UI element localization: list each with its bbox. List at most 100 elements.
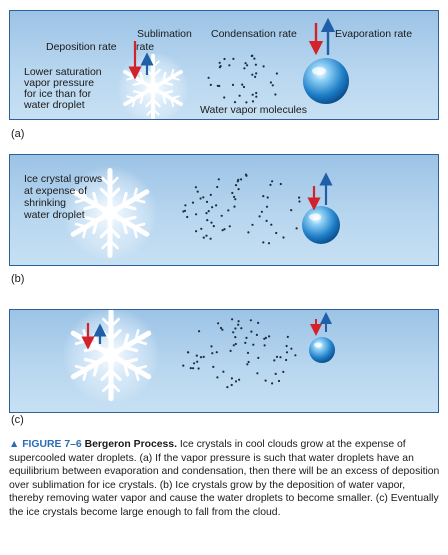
vapor-molecule bbox=[294, 354, 297, 357]
vapor-molecule bbox=[209, 193, 212, 196]
vapor-molecules-b bbox=[182, 173, 301, 245]
vapor-molecule bbox=[231, 191, 234, 195]
vapor-molecule bbox=[207, 76, 210, 79]
vapor-molecule bbox=[245, 101, 248, 104]
vapor-molecule bbox=[258, 215, 261, 218]
vapor-molecule bbox=[207, 210, 210, 213]
vapor-molecule bbox=[247, 231, 250, 234]
note-b-line3: shrinking bbox=[24, 197, 67, 209]
panel-a-graphic bbox=[10, 17, 349, 119]
vapor-molecule bbox=[184, 204, 187, 207]
vapor-molecule bbox=[279, 182, 282, 186]
vapor-molecule bbox=[251, 73, 254, 76]
vapor-molecule bbox=[238, 94, 241, 97]
vapor-molecule bbox=[234, 184, 238, 187]
vapor-molecule bbox=[241, 83, 244, 86]
vapor-molecule bbox=[290, 347, 293, 350]
vapor-molecule bbox=[252, 343, 255, 346]
vapor-molecule bbox=[286, 335, 289, 338]
sublimation-label-rate: rate bbox=[136, 41, 155, 53]
vapor-molecule bbox=[262, 65, 265, 68]
vapor-molecule bbox=[215, 351, 218, 354]
vapor-molecule bbox=[226, 386, 229, 389]
vapor-molecule bbox=[244, 341, 247, 344]
vapor-molecule bbox=[233, 101, 237, 104]
vapor-molecule bbox=[229, 349, 232, 352]
vapor-molecule bbox=[271, 84, 274, 87]
vapor-molecule bbox=[234, 380, 238, 383]
vapor-molecule bbox=[257, 321, 260, 324]
vapor-molecule bbox=[269, 81, 272, 84]
vapor-molecule bbox=[247, 360, 250, 364]
vapor-molecule bbox=[205, 234, 208, 237]
vapor-molecule bbox=[228, 64, 231, 67]
vapor-molecule bbox=[217, 178, 220, 181]
vapor-molecule bbox=[240, 178, 243, 181]
note-b-line4: water droplet bbox=[24, 209, 85, 221]
vapor-molecule bbox=[251, 93, 254, 96]
condensation-label: Condensation rate bbox=[211, 28, 297, 40]
vapor-molecule bbox=[251, 100, 255, 103]
vapor-molecule bbox=[191, 201, 195, 204]
vapor-molecule bbox=[216, 376, 219, 379]
water-droplet-a bbox=[303, 58, 349, 104]
vapor-molecule bbox=[210, 345, 213, 348]
panel-b-label: (b) bbox=[11, 273, 25, 285]
vapor-molecule bbox=[221, 229, 224, 232]
vapor-molecule bbox=[195, 213, 198, 216]
figure-label: FIGURE 7–6 bbox=[22, 439, 82, 450]
caption-triangle-icon: ▲ bbox=[9, 439, 20, 450]
vapor-molecule bbox=[285, 351, 289, 354]
vapor-molecule bbox=[268, 335, 271, 338]
vapor-molecules-c bbox=[182, 318, 297, 389]
vapor-molecule bbox=[233, 205, 236, 208]
vapor-molecule bbox=[232, 57, 235, 61]
vapor-molecule bbox=[246, 351, 250, 354]
note-b-line2: at expense of bbox=[24, 185, 88, 197]
vapor-molecule bbox=[267, 242, 271, 245]
vapor-molecule bbox=[199, 356, 203, 359]
note-a-line3: for ice than for bbox=[24, 88, 92, 100]
vapor-molecule bbox=[234, 198, 237, 201]
vapor-molecule bbox=[270, 223, 273, 226]
vapor-molecule bbox=[211, 206, 214, 209]
vapor-molecule bbox=[273, 359, 276, 362]
vapor-molecule bbox=[209, 83, 212, 86]
vapor-molecule bbox=[246, 363, 249, 366]
vapor-molecule bbox=[255, 72, 258, 75]
vapor-molecule bbox=[221, 328, 224, 331]
panel-c bbox=[9, 309, 439, 413]
vapor-molecule bbox=[232, 331, 235, 334]
water-droplet-b bbox=[302, 206, 340, 244]
vapor-molecule bbox=[274, 93, 277, 96]
evaporation-label: Evaporation rate bbox=[335, 28, 413, 40]
vapor-molecule bbox=[285, 358, 288, 362]
vapor-molecule bbox=[265, 219, 268, 222]
panel-a-label: (a) bbox=[11, 128, 25, 140]
vapor-molecule bbox=[234, 342, 237, 346]
vapor-molecule bbox=[200, 227, 203, 230]
vapor-molecule bbox=[282, 370, 285, 373]
vapor-molecule bbox=[205, 200, 209, 203]
vapor-molecule bbox=[202, 236, 205, 239]
vapor-molecule bbox=[237, 323, 240, 326]
vapor-molecule bbox=[219, 326, 223, 330]
vapor-molecule bbox=[186, 215, 189, 219]
note-b-line1: Ice crystal grows bbox=[24, 173, 103, 185]
vapor-molecule bbox=[262, 241, 265, 244]
vapor-molecule bbox=[285, 344, 288, 348]
vapor-molecule bbox=[275, 231, 278, 235]
molecules-label: Water vapor molecules bbox=[200, 104, 307, 116]
vapor-molecule bbox=[211, 352, 214, 355]
vapor-molecule bbox=[230, 383, 233, 387]
figure-caption-body: Ice crystals in cool clouds grow at the … bbox=[9, 439, 440, 518]
vapor-molecule bbox=[255, 333, 258, 336]
vapor-molecule bbox=[271, 382, 274, 385]
sublimation-label: Sublimation bbox=[137, 28, 192, 40]
panel-b: Ice crystal grows at expense of shrinkin… bbox=[9, 154, 439, 266]
vapor-molecule bbox=[215, 204, 218, 207]
vapor-molecule bbox=[194, 186, 197, 189]
vapor-molecule bbox=[195, 354, 198, 357]
vapor-molecule bbox=[237, 320, 240, 323]
vapor-molecule bbox=[202, 196, 205, 199]
